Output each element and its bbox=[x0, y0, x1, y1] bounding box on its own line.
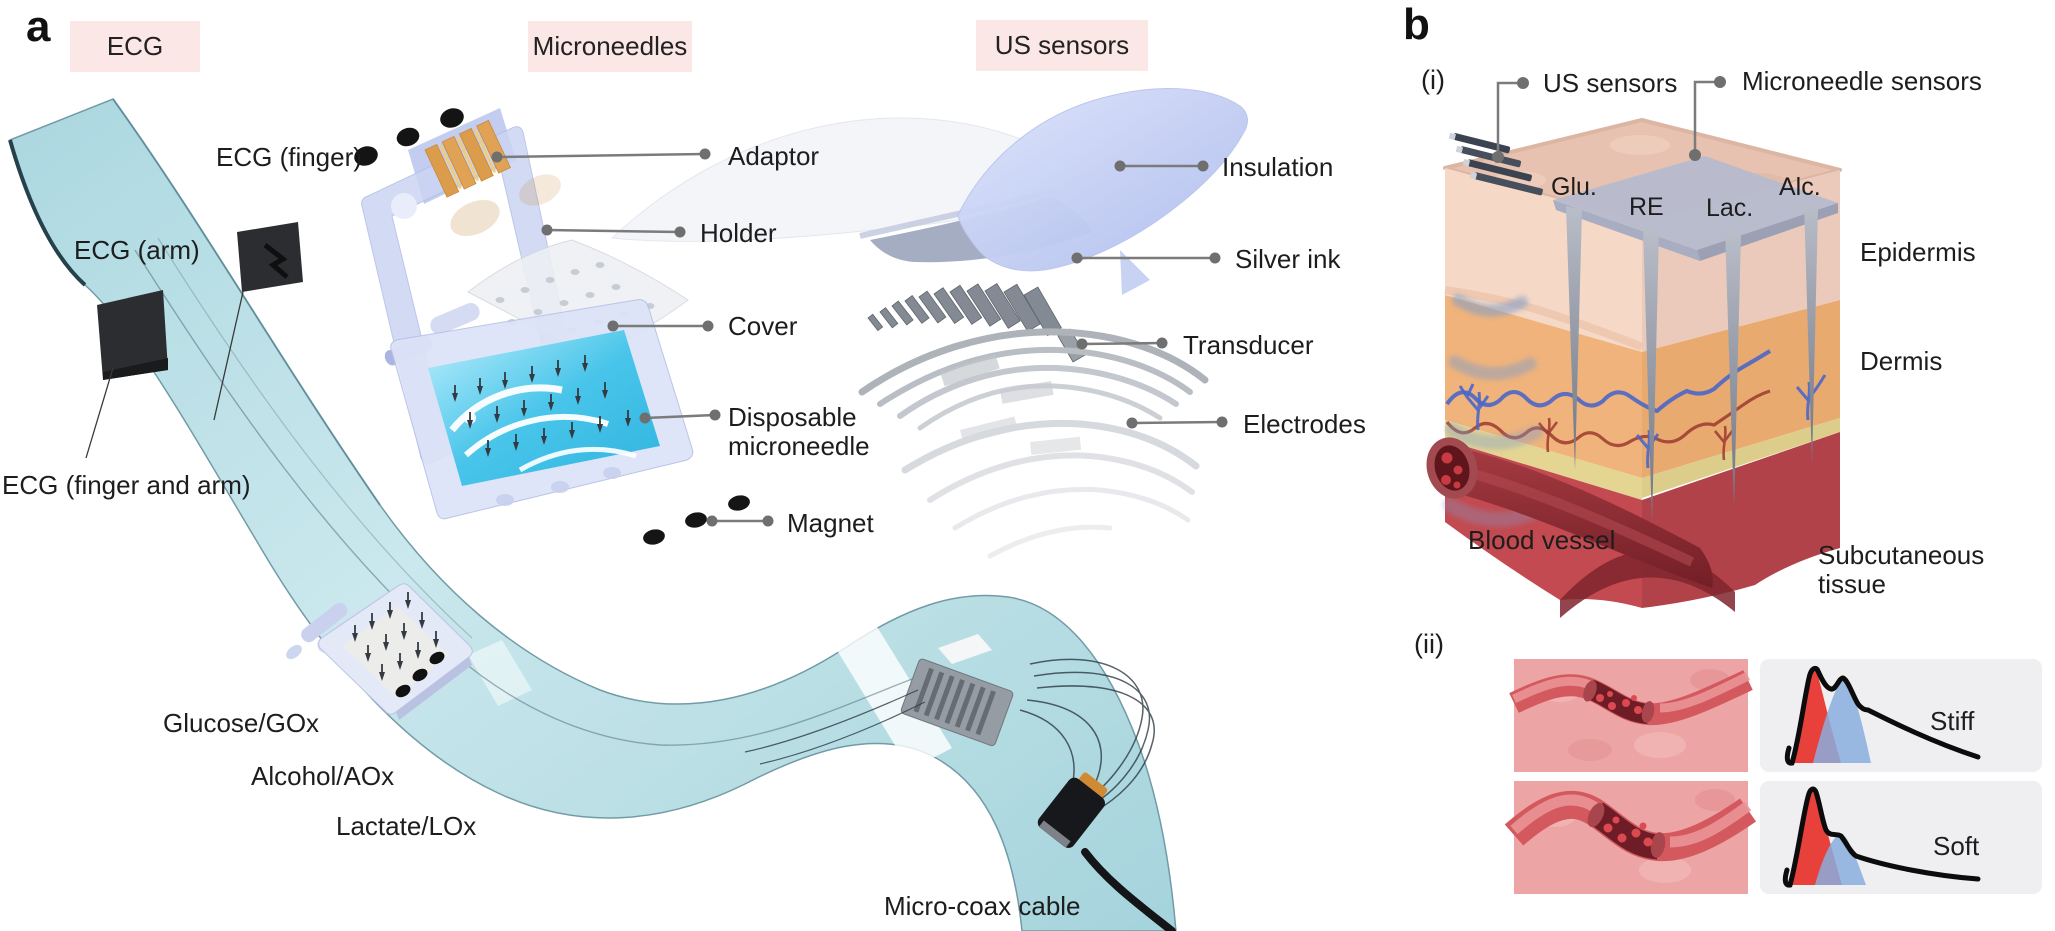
band-us-array bbox=[900, 634, 1014, 747]
coax-cable bbox=[1081, 848, 1176, 931]
panel-a-letter: a bbox=[26, 2, 51, 51]
micro-coax-connector bbox=[1037, 772, 1176, 931]
label-electrodes: Electrodes bbox=[1243, 409, 1366, 439]
label-glu: Glu. bbox=[1551, 173, 1597, 201]
label-holder: Holder bbox=[700, 218, 777, 248]
label-glucose: Glucose/GOx bbox=[163, 708, 320, 738]
flexible-band bbox=[8, 98, 1177, 931]
skin-block bbox=[1426, 118, 1842, 618]
transducer-array bbox=[867, 283, 1086, 363]
leader-lines-b bbox=[1496, 80, 1720, 157]
blood-vessel bbox=[1426, 437, 1713, 588]
nerve-branches-red bbox=[1537, 417, 1735, 461]
label-insulation: Insulation bbox=[1222, 152, 1334, 182]
label-disposable-microneedle: Disposable microneedle bbox=[728, 402, 870, 461]
leader-dots-b bbox=[1492, 76, 1726, 163]
label-ecg-arm: ECG (arm) bbox=[74, 235, 200, 265]
label-alc: Alc. bbox=[1779, 173, 1821, 201]
vessel-image-stiff bbox=[1509, 659, 1753, 772]
us-sensor-slats bbox=[1448, 132, 1543, 196]
sub-panel-i-label: (i) bbox=[1421, 65, 1445, 95]
adaptor-contacts bbox=[424, 119, 511, 198]
pulse-wave-stiff bbox=[1760, 659, 2042, 772]
label-magnet: Magnet bbox=[787, 508, 874, 538]
label-lactate: Lactate/LOx bbox=[336, 811, 477, 841]
label-b-microneedle-sensors: Microneedle sensors bbox=[1742, 66, 1982, 96]
nerve-blue bbox=[1445, 349, 1772, 414]
microneedle-patch-top bbox=[1553, 156, 1838, 250]
label-epidermis: Epidermis bbox=[1860, 237, 1976, 267]
label-re: RE bbox=[1629, 193, 1664, 221]
insulation-sheet bbox=[957, 88, 1248, 295]
label-adaptor: Adaptor bbox=[728, 141, 820, 171]
electrode-traces bbox=[858, 328, 1209, 559]
label-lac: Lac. bbox=[1706, 194, 1754, 222]
label-alcohol: Alcohol/AOx bbox=[251, 761, 395, 791]
label-b-us-sensors: US sensors bbox=[1543, 68, 1678, 98]
label-silver-ink: Silver ink bbox=[1235, 244, 1341, 274]
tag-us-sensors: US sensors bbox=[976, 20, 1148, 71]
vessel-image-soft bbox=[1504, 781, 1757, 894]
biosensor-plate bbox=[286, 583, 473, 720]
label-ecg-finger-and-arm: ECG (finger and arm) bbox=[2, 470, 251, 500]
label-blood-vessel: Blood vessel bbox=[1468, 525, 1616, 555]
label-cover: Cover bbox=[728, 311, 798, 341]
label-micro-coax-cable: Micro-coax cable bbox=[884, 891, 1081, 921]
label-transducer: Transducer bbox=[1183, 330, 1314, 360]
leader-dots-a bbox=[491, 148, 1228, 527]
label-dermis: Dermis bbox=[1860, 346, 1943, 376]
ecg-finger-electrodes bbox=[354, 108, 464, 166]
sub-panel-ii-label: (ii) bbox=[1414, 629, 1444, 659]
block-microneedles bbox=[1566, 204, 1818, 525]
label-soft: Soft bbox=[1933, 831, 1980, 861]
disposable-microneedle-patch bbox=[384, 299, 694, 520]
leader-lines-a bbox=[496, 152, 1223, 523]
pulse-wave-soft bbox=[1760, 781, 2042, 894]
label-stiff: Stiff bbox=[1930, 706, 1975, 736]
ecg-arm-electrodes bbox=[85, 222, 303, 459]
panel-b-letter: b bbox=[1403, 0, 1430, 49]
tag-microneedles: Microneedles bbox=[528, 21, 692, 72]
label-ecg-finger: ECG (finger) bbox=[216, 142, 362, 172]
tag-ecg: ECG bbox=[70, 21, 200, 72]
magnets bbox=[643, 495, 750, 545]
label-subcutaneous-tissue: Subcutaneous tissue bbox=[1818, 540, 1985, 599]
nerve-red bbox=[1445, 389, 1771, 448]
